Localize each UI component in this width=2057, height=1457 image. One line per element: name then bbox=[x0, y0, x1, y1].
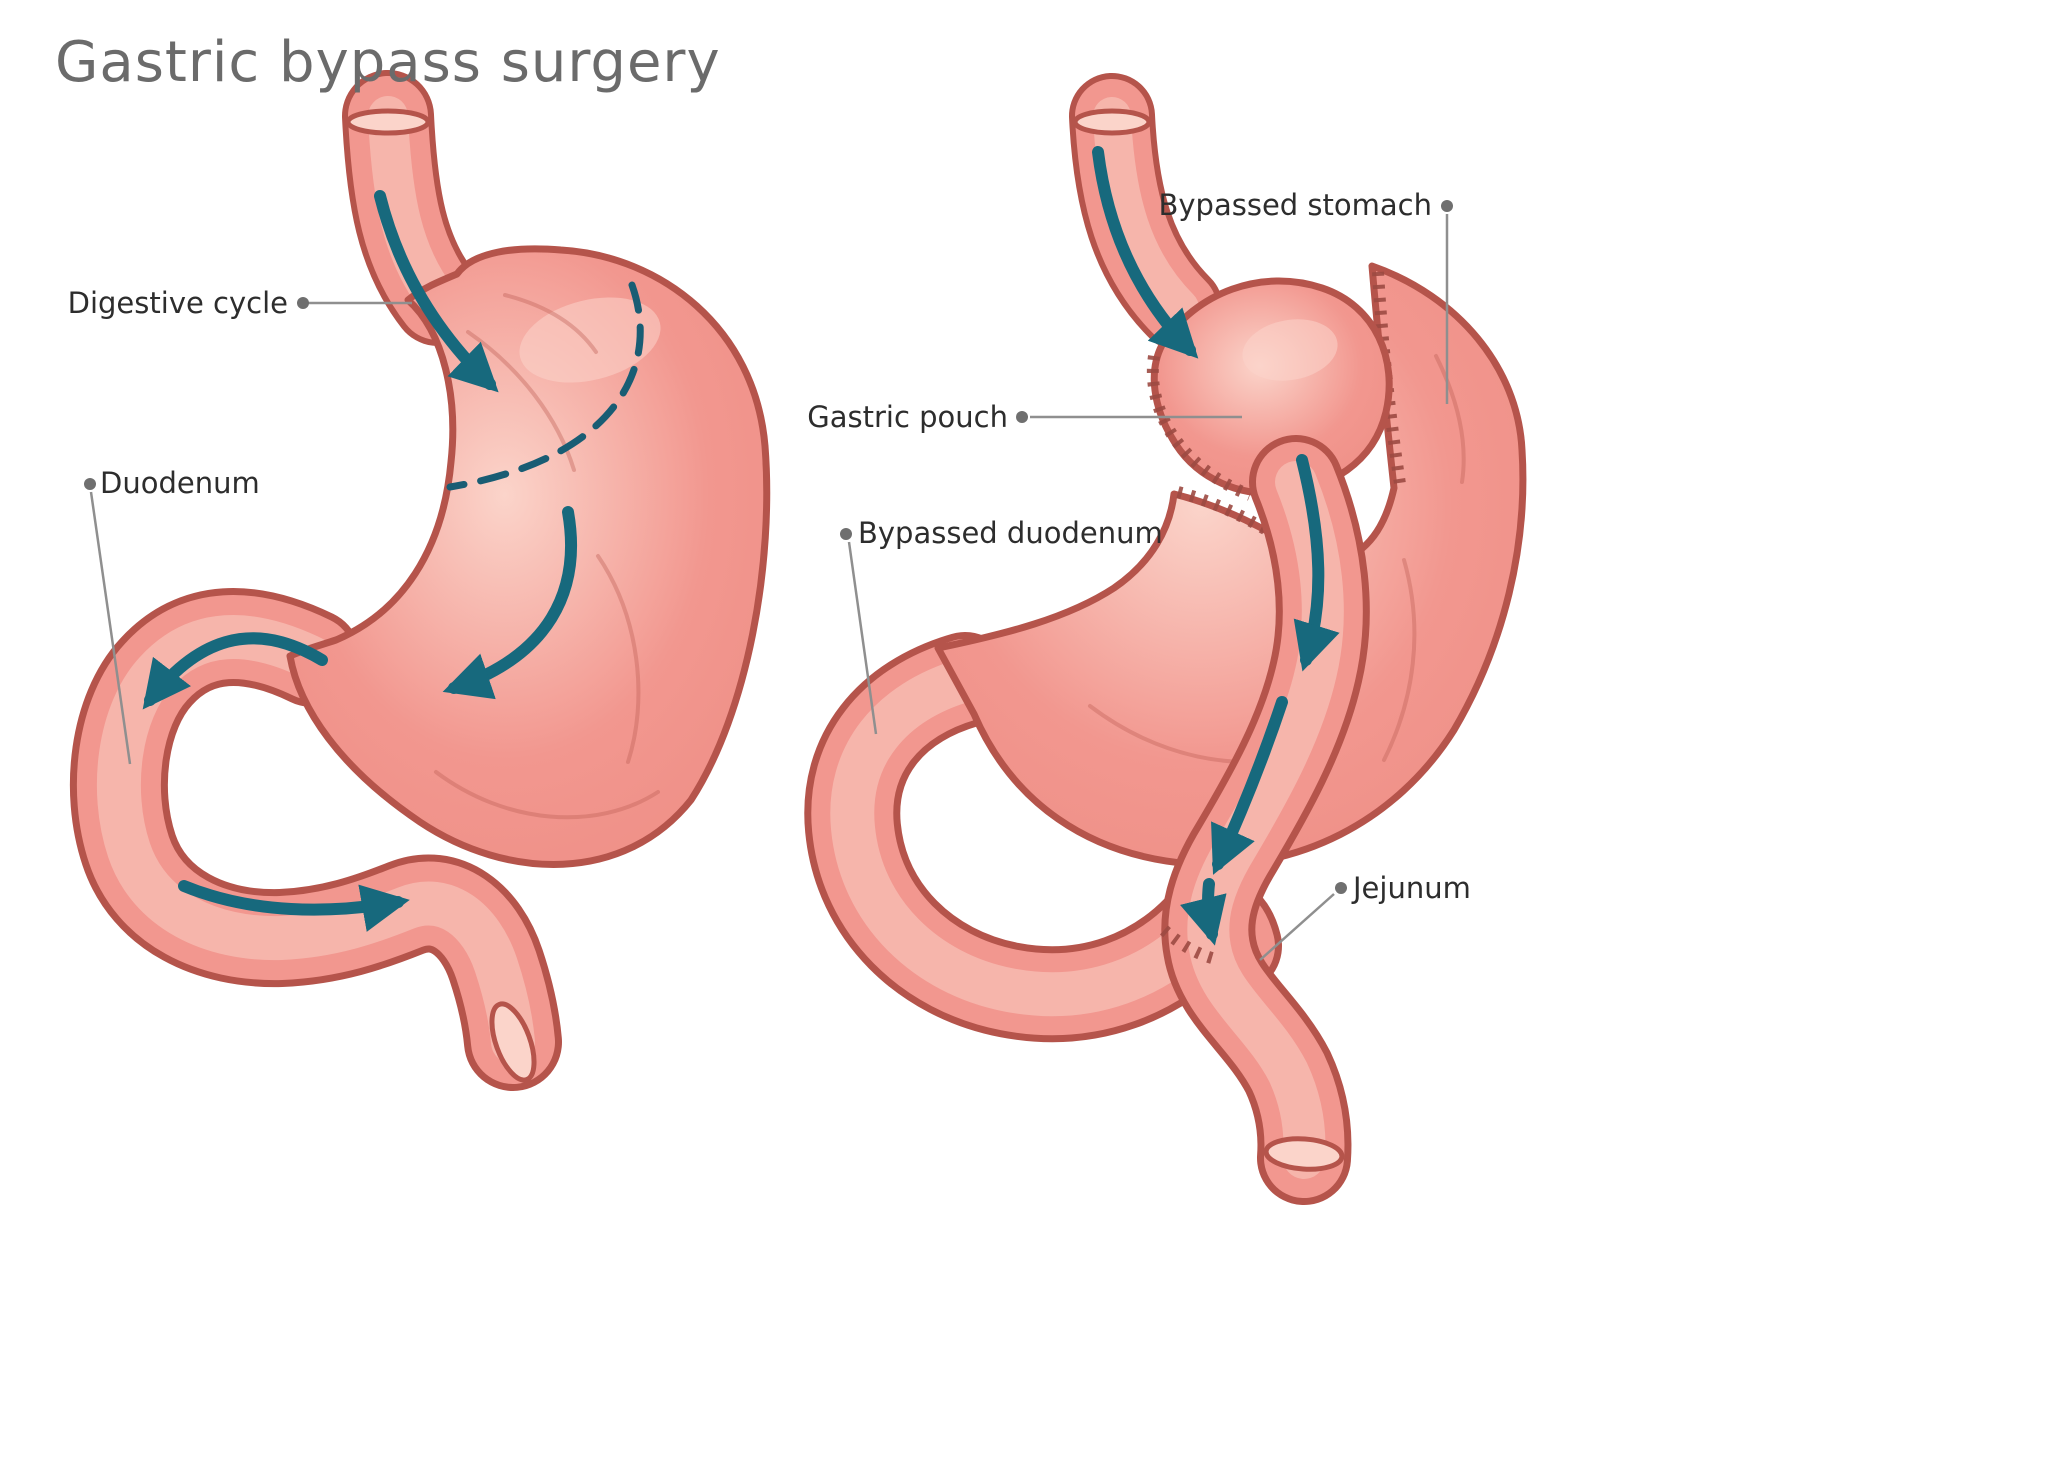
leader-bypassed-stomach bbox=[1441, 200, 1453, 404]
leader-digestive-cycle bbox=[297, 297, 412, 309]
label-digestive-cycle: Digestive cycle bbox=[67, 286, 288, 320]
flow-arrow-esophagus bbox=[374, 190, 499, 393]
duodenum-open-end bbox=[489, 1001, 537, 1083]
digestive-flow-arrows bbox=[142, 190, 577, 932]
staple-line-remnant-top bbox=[1176, 486, 1306, 557]
right-diagram bbox=[804, 73, 1527, 1205]
fundus-highlight bbox=[519, 297, 661, 383]
leader-gastric-pouch bbox=[1016, 411, 1242, 423]
flow-arrow-stomach bbox=[442, 506, 577, 700]
flow-arrow-roux-lower bbox=[1179, 878, 1227, 946]
bypassed-stomach-folds bbox=[1088, 354, 1466, 764]
flow-arrow-jejunum bbox=[178, 880, 410, 932]
page-title: Gastric bypass surgery bbox=[55, 30, 721, 95]
stomach-folds bbox=[434, 293, 660, 820]
pouch-highlight bbox=[1242, 319, 1338, 381]
leader-duodenum bbox=[84, 478, 132, 765]
flow-arrow-roux-middle bbox=[1211, 696, 1288, 875]
flow-arrow-roux-upper bbox=[1293, 454, 1340, 672]
esophagus-tube-right bbox=[1069, 73, 1223, 351]
staple-line-pouch bbox=[1146, 355, 1253, 501]
label-bypassed-duodenum: Bypassed duodenum bbox=[858, 516, 1163, 550]
label-gastric-pouch: Gastric pouch bbox=[807, 400, 1008, 434]
label-jejunum: Jejunum bbox=[1353, 871, 1471, 905]
flow-arrow-esophagus-right bbox=[1092, 146, 1199, 359]
esophagus-open-end bbox=[345, 108, 431, 136]
bypass-flow-arrows bbox=[1092, 146, 1340, 946]
label-bypassed-stomach: Bypassed stomach bbox=[1158, 188, 1433, 222]
label-duodenum: Duodenum bbox=[100, 466, 260, 500]
flow-arrow-duodenum bbox=[142, 632, 328, 710]
left-diagram bbox=[69, 70, 771, 1091]
leader-bypassed-duodenum bbox=[840, 528, 878, 735]
stomach-body bbox=[286, 245, 771, 868]
esophagus-tube bbox=[342, 70, 484, 346]
jejunum-open-end bbox=[1263, 1136, 1345, 1172]
incision-dashed-line bbox=[446, 281, 644, 491]
esophagus-open-end-right bbox=[1072, 108, 1152, 136]
leader-jejunum bbox=[1259, 882, 1347, 961]
